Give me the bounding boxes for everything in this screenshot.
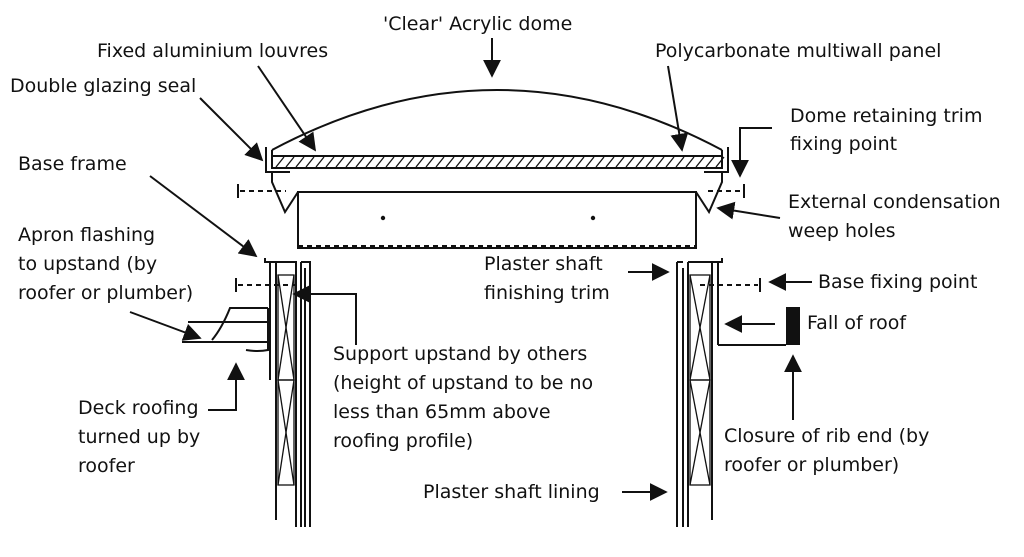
arrow-louvres: [257, 65, 317, 152]
arrow-deck-roofing: [208, 362, 245, 411]
right-upstand: [676, 258, 723, 527]
label-deck-3: roofer: [78, 455, 135, 477]
polycarbonate-panel: [271, 155, 725, 169]
label-apron-2: to upstand (by: [18, 253, 157, 275]
label-apron-1: Apron flashing: [18, 224, 155, 246]
right-base-fixing: [700, 278, 761, 292]
label-support-2: (height of upstand to be no: [333, 372, 593, 394]
label-retaining-trim-1: Dome retaining trim: [790, 105, 982, 127]
double-glazing-seal: [265, 147, 729, 173]
label-deck-1: Deck roofing: [78, 397, 199, 419]
trim-fixing-screws: [237, 184, 745, 198]
arrow-support-upstand: [292, 285, 357, 345]
label-closure-1: Closure of rib end (by: [724, 425, 929, 447]
label-apron-3: roofer or plumber): [18, 282, 193, 304]
label-retaining-trim-2: fixing point: [790, 133, 897, 155]
arrow-weep-holes: [716, 201, 781, 220]
label-closure-2: roofer or plumber): [724, 454, 899, 476]
label-louvres: Fixed aluminium louvres: [97, 40, 328, 62]
label-support-1: Support upstand by others: [333, 343, 587, 365]
label-support-3: less than 65mm above: [333, 401, 551, 423]
dome-retaining-trim: [271, 172, 723, 215]
arrow-polycarbonate: [667, 65, 689, 152]
arrow-base-frame: [149, 175, 258, 258]
arrow-retaining-trim: [731, 127, 772, 178]
label-plaster-trim-1: Plaster shaft: [484, 253, 603, 275]
leader-arrows: [129, 38, 812, 501]
acrylic-dome: [271, 89, 723, 151]
label-shaft-lining: Plaster shaft lining: [423, 481, 600, 503]
label-base-fixing: Base fixing point: [818, 271, 977, 293]
label-plaster-trim-2: finishing trim: [484, 282, 610, 304]
arrow-apron: [129, 311, 202, 341]
label-support-4: roofing profile): [333, 430, 473, 452]
left-upstand: [264, 258, 311, 527]
label-condensation-2: weep holes: [788, 220, 896, 242]
label-clear-dome: 'Clear' Acrylic dome: [383, 13, 572, 35]
label-fall-of-roof: Fall of roof: [807, 312, 907, 334]
label-deck-2: turned up by: [78, 426, 200, 448]
arrow-double-glazing: [199, 97, 264, 162]
label-double-glazing: Double glazing seal: [10, 75, 196, 97]
base-frame: [297, 191, 697, 249]
label-base-frame: Base frame: [18, 153, 127, 175]
label-condensation-1: External condensation: [788, 191, 1001, 213]
left-base-fixing: [235, 278, 296, 292]
apron-flashing: [182, 307, 269, 352]
label-polycarbonate: Polycarbonate multiwall panel: [655, 40, 941, 62]
rib-end-closure: [718, 307, 800, 346]
